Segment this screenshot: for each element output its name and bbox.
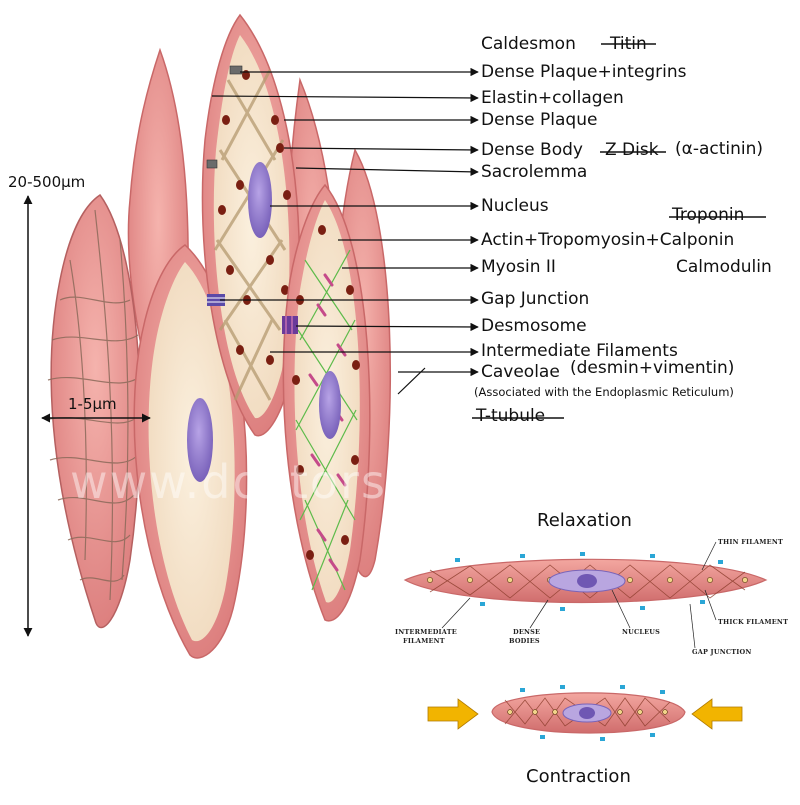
dense-plaque-shape — [230, 66, 242, 74]
label-elastin-collagen: Elastin+collagen — [481, 88, 624, 108]
label-dense-body: Dense Body — [481, 140, 583, 160]
label-troponin: Troponin — [672, 205, 744, 225]
relaxation-title: Relaxation — [537, 510, 632, 531]
compression-arrow-left — [428, 699, 478, 729]
label-dense-plaque: Dense Plaque — [481, 110, 597, 130]
nucleus-shape — [248, 162, 272, 238]
label-titin: Titin — [610, 34, 647, 54]
small-label-intermediate-1: INTERMEDIATE — [395, 628, 457, 636]
desmosome-shape — [282, 316, 298, 334]
label-calmodulin: Calmodulin — [676, 257, 772, 277]
small-label-gap-junction: GAP JUNCTION — [692, 648, 752, 656]
label-z-disk: Z Disk — [605, 140, 659, 160]
label-desmin-vimentin: (desmin+vimentin) — [570, 358, 734, 378]
label-nucleus: Nucleus — [481, 196, 549, 216]
width-scale-label: 1-5µm — [68, 394, 117, 414]
small-label-thin-filament: THIN FILAMENT — [718, 538, 783, 546]
label-caveolae: Caveolae — [481, 362, 560, 382]
small-label-dense-1: DENSE — [513, 628, 540, 636]
relaxation-cell — [405, 542, 766, 648]
label-sarcolemma: Sacrolemma — [481, 162, 587, 182]
label-gap-junction: Gap Junction — [481, 289, 589, 309]
watermark: www.doctorsho1.ir — [70, 455, 532, 509]
label-myosin: Myosin II — [481, 257, 556, 277]
label-actin: Actin+Tropomyosin+Calponin — [481, 230, 734, 250]
small-label-dense-2: BODIES — [509, 637, 540, 645]
label-er-note: (Associated with the Endoplasmic Reticul… — [474, 382, 734, 402]
label-caldesmon: Caldesmon — [481, 34, 576, 54]
contraction-cell — [492, 685, 685, 741]
length-scale-label: 20-500µm — [8, 172, 85, 192]
compression-arrow-right — [692, 699, 742, 729]
nucleus-shape — [319, 371, 341, 439]
label-dense-plaque-integrins: Dense Plaque+integrins — [481, 62, 686, 82]
small-label-intermediate-2: FILAMENT — [403, 637, 445, 645]
small-label-thick-filament: THICK FILAMENT — [718, 618, 788, 626]
label-desmosome: Desmosome — [481, 316, 587, 336]
contraction-title: Contraction — [526, 766, 631, 787]
small-label-nucleus: NUCLEUS — [622, 628, 660, 636]
label-t-tubule: T-tubule — [476, 406, 545, 426]
label-alpha-actinin: (α-actinin) — [675, 139, 763, 159]
